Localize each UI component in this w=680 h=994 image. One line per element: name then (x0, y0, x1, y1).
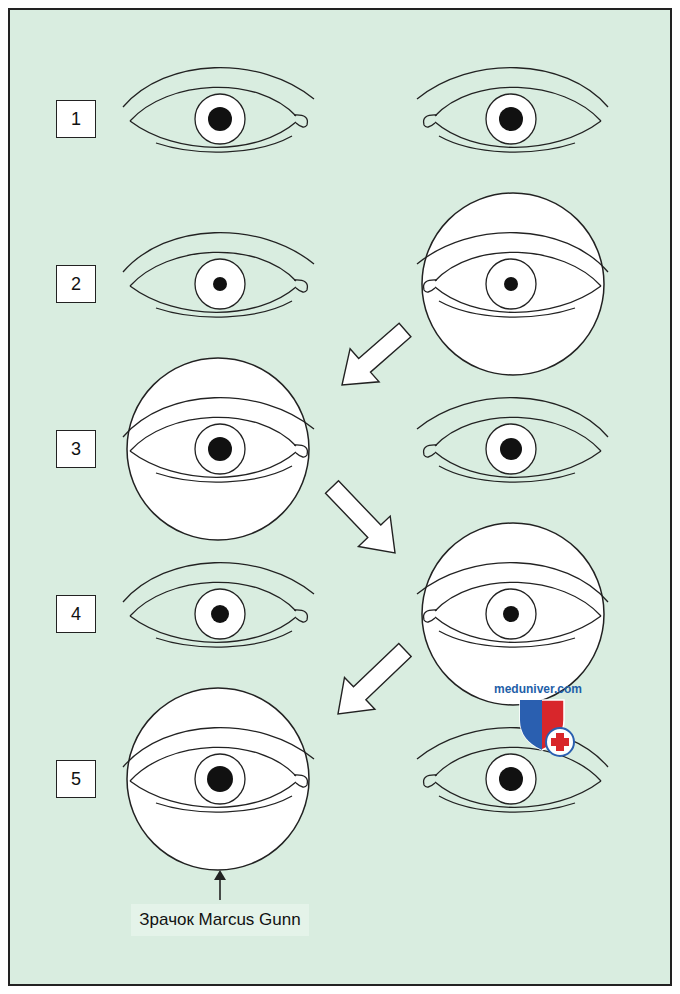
eye (123, 68, 314, 152)
eye (417, 728, 608, 812)
caption-box: Зрачок Marcus Gunn (131, 904, 308, 936)
swing-arrow (338, 644, 411, 715)
row-number: 3 (56, 430, 96, 468)
swing-arrow (342, 323, 411, 385)
row-number: 1 (56, 100, 96, 138)
eye (123, 563, 314, 647)
light-circle (422, 193, 604, 375)
eye (123, 728, 314, 812)
row-number: 5 (56, 760, 96, 798)
eye (417, 68, 608, 152)
eye (417, 398, 608, 482)
eyes (123, 68, 608, 812)
watermark-shield (520, 700, 574, 756)
pointer-arrow (214, 870, 226, 900)
eye (417, 233, 608, 317)
light-spots (127, 193, 604, 870)
swing-arrows (326, 323, 412, 714)
row-number-text: 3 (71, 439, 81, 460)
eye (417, 563, 608, 647)
caption-text: Зрачок Marcus Gunn (139, 910, 300, 930)
eye (123, 233, 314, 317)
row-number-text: 1 (71, 109, 81, 130)
light-circle (127, 688, 309, 870)
row-number-text: 2 (71, 274, 81, 295)
frame (9, 9, 671, 985)
light-circle (422, 523, 604, 705)
row-number-text: 4 (71, 604, 81, 625)
eye (123, 398, 314, 482)
row-number: 4 (56, 595, 96, 633)
row-number-text: 5 (71, 769, 81, 790)
swing-arrow (326, 481, 396, 553)
row-number: 2 (56, 265, 96, 303)
watermark: meduniver.com (494, 682, 582, 696)
light-circle (127, 358, 309, 540)
